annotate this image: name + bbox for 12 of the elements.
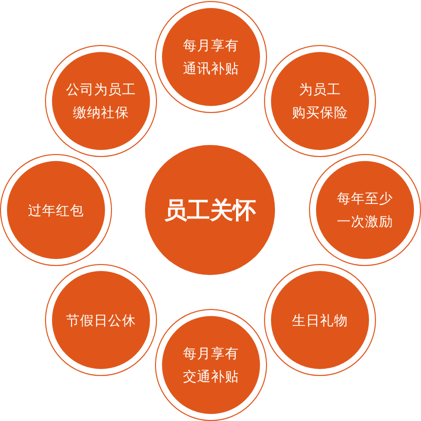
benefit-label: 过年红包	[28, 202, 84, 220]
benefit-circle	[155, 309, 267, 421]
benefit-label: 生日礼物	[292, 312, 348, 330]
center-title: 员工关怀	[164, 196, 256, 224]
benefit-label: 每月享有通讯补贴	[183, 37, 239, 78]
benefit-circle	[0, 154, 112, 266]
benefit-circle	[309, 154, 421, 266]
benefit-label: 每年至少一次激励	[337, 190, 393, 231]
benefit-label: 每月享有交通补贴	[183, 345, 239, 386]
benefit-label: 节假日公休	[66, 312, 136, 330]
benefit-label: 为员工购买保险	[292, 81, 348, 122]
benefit-label: 公司为员工缴纳社保	[66, 81, 136, 122]
